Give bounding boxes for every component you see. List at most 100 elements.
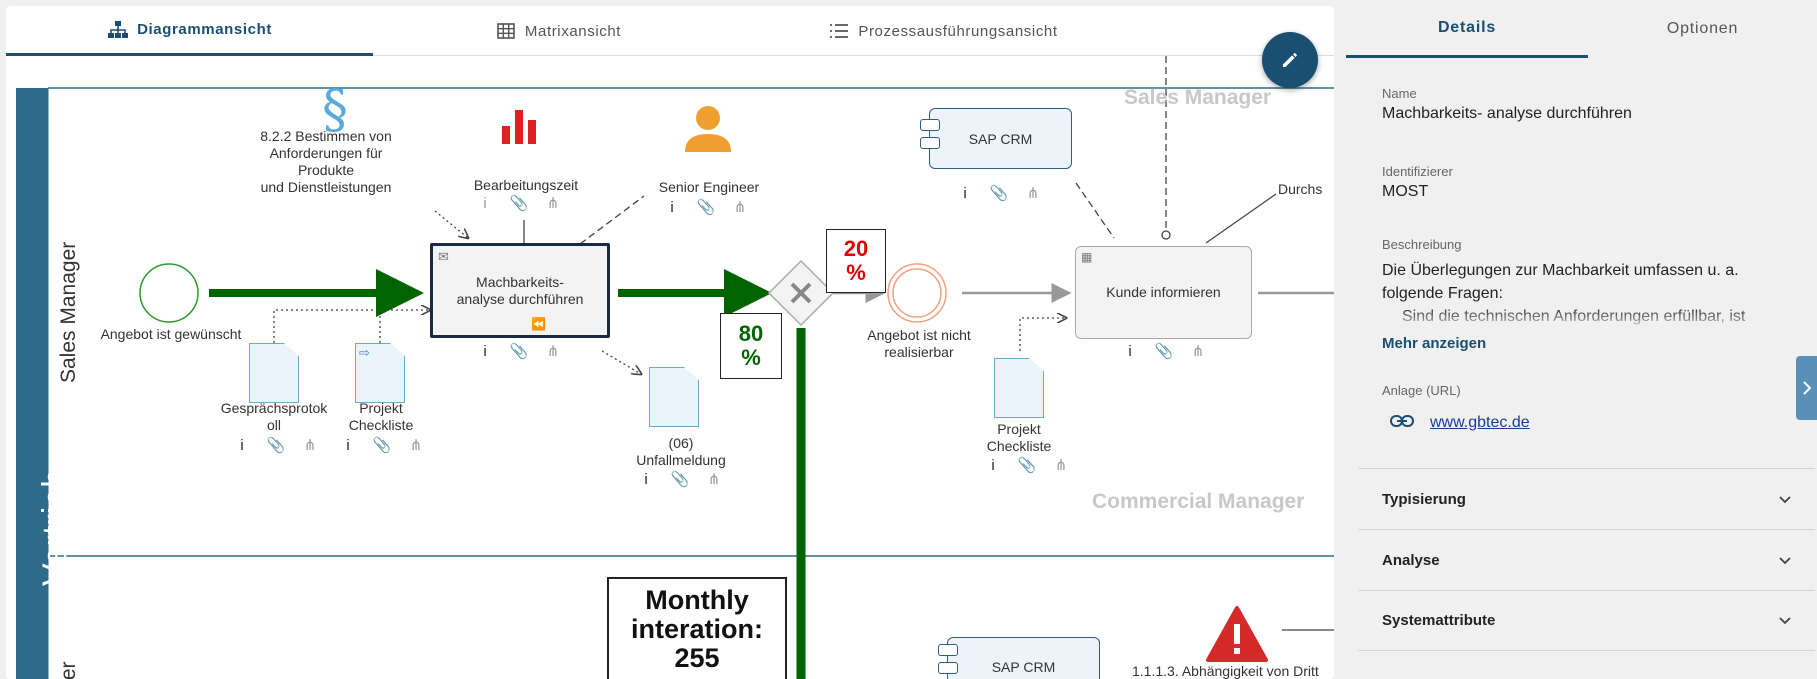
monthly-iteration-box: Monthly interation: 255	[607, 577, 787, 679]
system-sap-crm-2[interactable]: SAP CRM	[938, 637, 1100, 679]
info-icon[interactable]: i	[240, 436, 244, 454]
tab-label: Prozessausführungsansicht	[858, 22, 1058, 40]
info-icon[interactable]: i	[644, 470, 648, 488]
paperclip-icon[interactable]: 📎	[1017, 457, 1037, 474]
start-event	[139, 263, 199, 323]
paperclip-icon[interactable]: 📎	[989, 185, 1009, 202]
grid-icon	[495, 22, 517, 40]
chevron-right-icon	[1802, 381, 1811, 395]
envelope-icon: ✉	[438, 249, 449, 264]
info-icon[interactable]: i	[1128, 342, 1132, 360]
hierarchy-icon[interactable]: ⋔	[546, 343, 560, 360]
tab-matrix-view[interactable]: Matrixansicht	[373, 6, 743, 56]
arrow-right-icon: ⇨	[359, 345, 370, 360]
doc-label-checklist-2: Projekt Checkliste	[986, 421, 1052, 454]
list-icon	[828, 22, 850, 40]
name-label: Name	[1382, 86, 1417, 101]
doc-label-conversation: Gesprächsprotok oll	[220, 400, 328, 433]
paperclip-icon[interactable]: 📎	[372, 437, 392, 454]
show-more-link[interactable]: Mehr anzeigen	[1382, 335, 1487, 352]
section-label: Analyse	[1382, 551, 1440, 569]
risk-label: 1.1.1.3. Abhängigkeit von Dritt	[1132, 663, 1319, 679]
link-icon	[1390, 414, 1414, 433]
info-icon[interactable]: i	[963, 184, 967, 202]
panel-tabs: Details Optionen	[1346, 0, 1817, 58]
identifier-value: MOST	[1382, 183, 1429, 200]
task-actions: i 📎 ⋔	[475, 342, 563, 361]
attachment-link[interactable]: www.gbtec.de	[1430, 414, 1530, 431]
task-inform-customer[interactable]: Kunde informieren ▦	[1075, 246, 1252, 339]
cut-off-label: Durchs	[1278, 181, 1323, 197]
pencil-icon	[1283, 53, 1297, 67]
lane-header-commercial-manager: Commercial Manager	[1092, 490, 1305, 513]
hierarchy-icon	[107, 20, 129, 39]
hierarchy-icon[interactable]: ⋔	[303, 437, 317, 454]
tab-diagram-view[interactable]: Diagrammansicht	[6, 6, 373, 56]
hierarchy-icon[interactable]: ⋔	[707, 471, 721, 488]
description-value: Die Überlegungen zur Machbarkeit umfasse…	[1382, 259, 1772, 331]
gateway-percent-top: 20 %	[826, 229, 886, 293]
doc-actions: i 📎 ⋔	[636, 470, 724, 489]
identifier-label: Identifizierer	[1382, 164, 1453, 179]
rewind-icon: ⏪	[531, 317, 546, 331]
document-icon[interactable]	[649, 367, 699, 427]
task-feasibility-analysis[interactable]: Machbarkeits- analyse durchführen ✉ ⏪	[430, 243, 610, 338]
collapse-panel-button[interactable]	[1796, 356, 1817, 420]
doc-label-checklist: Projekt Checkliste	[348, 400, 414, 433]
info-icon[interactable]: i	[991, 456, 995, 474]
chevron-down-icon	[1779, 491, 1791, 508]
section-label: Typisierung	[1382, 490, 1466, 508]
details-panel: Details Optionen Name Machbarkeits- anal…	[1346, 0, 1817, 679]
paperclip-icon[interactable]: 📎	[1154, 343, 1174, 360]
info-icon[interactable]: i	[346, 436, 350, 454]
section-typisierung[interactable]: Typisierung	[1358, 468, 1815, 529]
info-icon[interactable]: i	[483, 342, 487, 360]
paperclip-icon[interactable]: 📎	[266, 437, 286, 454]
hierarchy-icon[interactable]: ⋔	[409, 437, 423, 454]
table-icon: ▦	[1081, 250, 1093, 264]
view-tabs: Diagrammansicht Matrixansicht Prozessaus…	[6, 6, 1334, 56]
doc-label-accident: (06) Unfallmeldung	[636, 435, 726, 468]
paperclip-icon[interactable]: 📎	[670, 471, 690, 488]
section-analyse[interactable]: Analyse	[1358, 529, 1815, 590]
role-label: Senior Engineer	[658, 179, 760, 195]
doc-actions: i 📎 ⋔	[338, 436, 426, 455]
end-event-label: Angebot ist nicht realisierbar	[867, 327, 971, 360]
paperclip-icon[interactable]: 📎	[509, 343, 529, 360]
section-label: Systemattribute	[1382, 612, 1496, 629]
kpi-label: Bearbeitungszeit	[473, 177, 579, 193]
tab-options[interactable]: Optionen	[1666, 20, 1739, 37]
tab-details[interactable]: Details	[1346, 0, 1588, 58]
system-sap-crm[interactable]: SAP CRM	[920, 108, 1072, 169]
diagram-canvas[interactable]: Vertrieb Sales Manager ter Sales Manager…	[6, 56, 1334, 679]
system-actions: i 📎 ⋔	[955, 184, 1043, 203]
doc-actions: i 📎 ⋔	[232, 436, 320, 455]
hierarchy-icon[interactable]: ⋔	[1026, 185, 1040, 202]
norm-label: 8.2.2 Bestimmen von Anforderungen für Pr…	[260, 128, 392, 195]
chevron-down-icon	[1779, 552, 1791, 569]
tab-process-execution-view[interactable]: Prozessausführungsansicht	[743, 6, 1143, 56]
task-label: Machbarkeits- analyse durchführen	[456, 273, 584, 307]
diagram-connectors	[47, 56, 1334, 679]
hierarchy-icon[interactable]: ⋔	[546, 195, 560, 212]
lane-label-commercial: ter	[57, 661, 80, 679]
hierarchy-icon[interactable]: ⋔	[733, 199, 747, 216]
edit-button[interactable]	[1262, 32, 1318, 88]
info-icon[interactable]: i	[483, 194, 487, 212]
section-systemattribute[interactable]: Systemattribute	[1358, 590, 1815, 651]
hierarchy-icon[interactable]: ⋔	[1054, 457, 1068, 474]
role-actions: i 📎 ⋔	[662, 198, 750, 217]
paperclip-icon[interactable]: 📎	[696, 199, 716, 216]
pool-bar	[16, 88, 48, 679]
info-icon[interactable]: i	[670, 198, 674, 216]
paperclip-icon[interactable]: 📎	[509, 195, 529, 212]
name-value: Machbarkeits- analyse durchführen	[1382, 105, 1632, 122]
document-icon[interactable]	[994, 358, 1044, 418]
document-icon[interactable]	[249, 343, 299, 403]
gateway-percent-bottom: 80 %	[720, 313, 782, 379]
task-label: Kunde informieren	[1106, 284, 1221, 300]
document-icon[interactable]	[355, 343, 405, 403]
system-label: SAP CRM	[968, 130, 1033, 147]
hierarchy-icon[interactable]: ⋔	[1191, 343, 1205, 360]
